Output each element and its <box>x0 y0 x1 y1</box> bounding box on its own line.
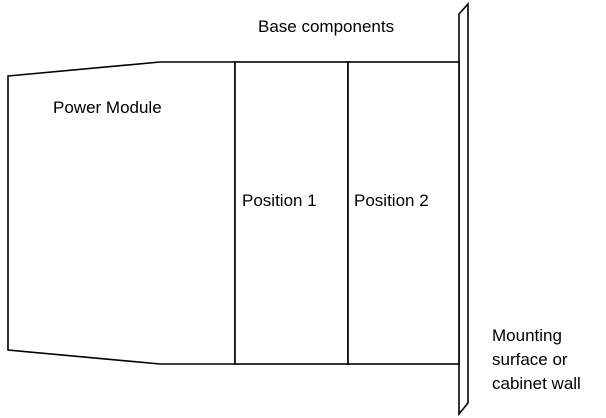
mounting-wall-plate <box>458 1 469 417</box>
position-1-slot <box>234 61 349 365</box>
base-components-label: Base components <box>258 17 394 36</box>
position-1-label: Position 1 <box>242 191 317 210</box>
mounting-surface-label-line3: cabinet wall <box>492 374 581 393</box>
position-2-label: Position 2 <box>354 191 429 210</box>
mounting-surface-label-line1: Mounting <box>492 326 562 345</box>
mounting-surface-label-line2: surface or <box>492 350 568 369</box>
power-module-label: Power Module <box>53 98 162 117</box>
position-2-slot <box>347 61 460 365</box>
